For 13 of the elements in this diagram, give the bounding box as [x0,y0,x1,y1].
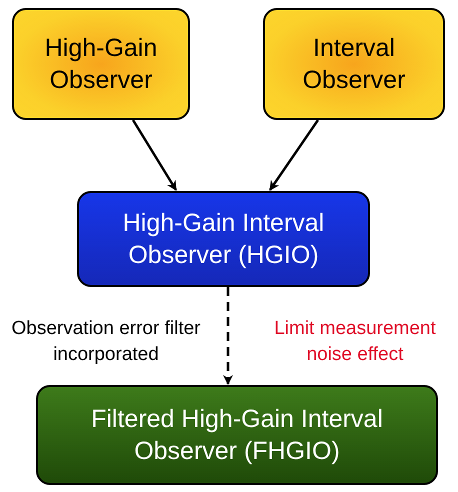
annotation-text: Limit measurement noise effect [273,317,437,367]
node-label: Interval Observer [302,32,406,96]
process-box [263,8,445,120]
arrow [132,119,178,191]
node-label: High-Gain Observer [44,32,158,96]
edge-label: Observation error filter incorporated [10,317,202,367]
node-label: High-Gain Interval Observer (HGIO) [122,208,326,271]
node-label: Filtered High-Gain Interval Observer (FHGIO) [90,404,384,467]
arrow [223,287,233,385]
process-box [36,385,438,485]
process-box [77,191,370,287]
arrow [268,119,320,191]
process-box [12,8,190,120]
